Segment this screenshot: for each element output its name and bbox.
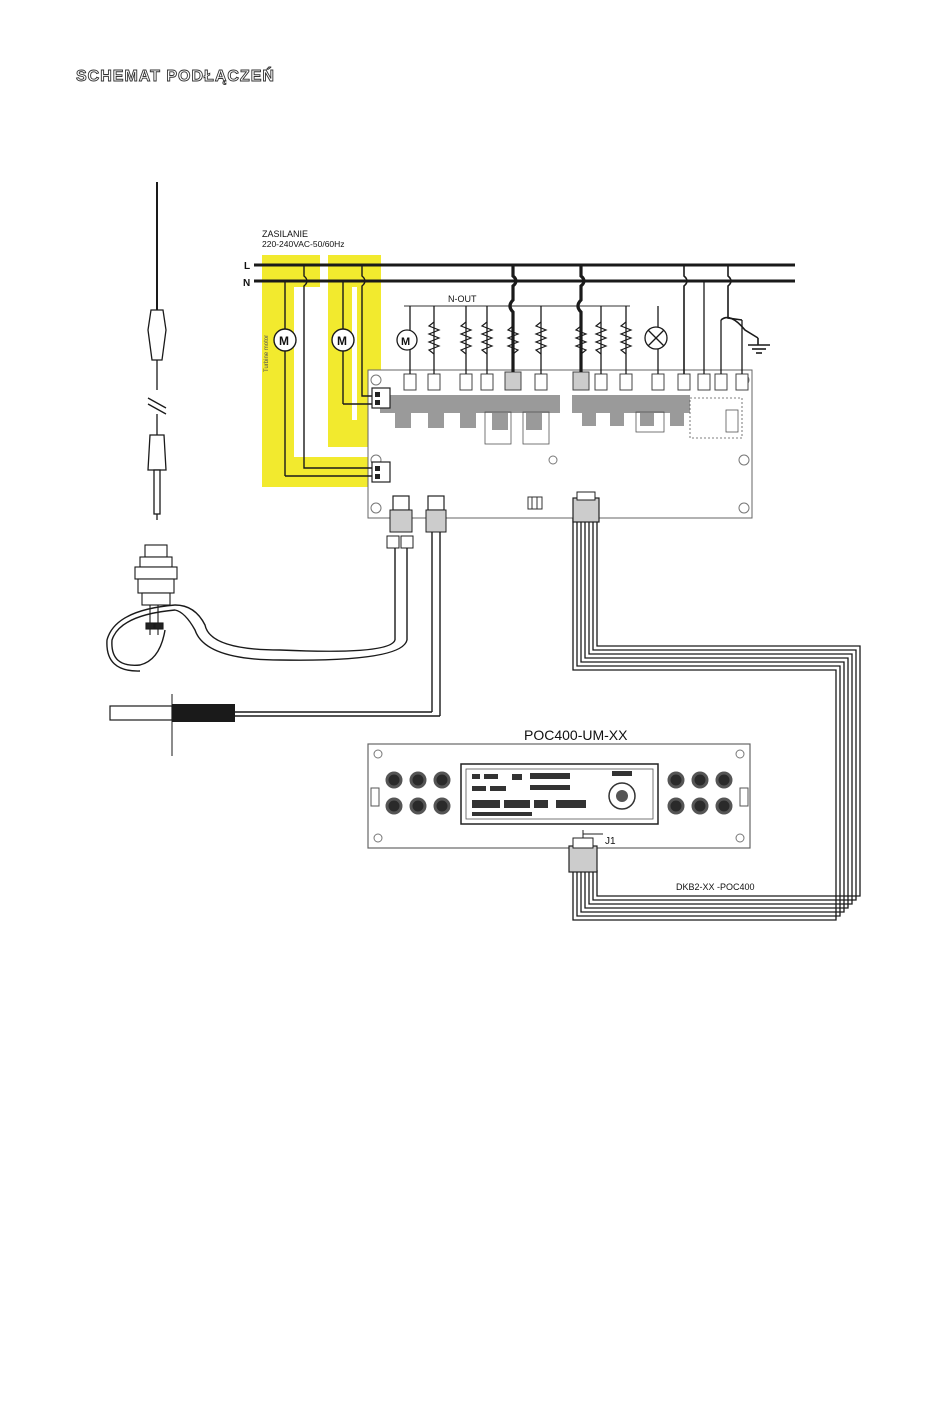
ribbon-cable bbox=[573, 518, 860, 920]
nout-label: N-OUT bbox=[448, 294, 477, 304]
turbine-motor-label: Turbine motor bbox=[264, 335, 270, 372]
lamp-icon bbox=[645, 327, 667, 349]
panel-connector-label: J1 bbox=[605, 836, 616, 847]
control-panel bbox=[368, 744, 750, 848]
panel-display bbox=[461, 764, 658, 824]
neutral-label: N bbox=[243, 278, 250, 289]
supply-title: ZASILANIE bbox=[262, 229, 308, 239]
control-board bbox=[368, 370, 752, 518]
chamber-sensor-icon bbox=[110, 694, 235, 756]
panel-name: POC400-UM-XX bbox=[524, 727, 628, 743]
cable-name: DKB2-XX -POC400 bbox=[676, 882, 755, 892]
motor-symbol-2: M bbox=[337, 334, 347, 348]
line-label: L bbox=[244, 261, 250, 272]
small-motor-icon: M bbox=[397, 330, 417, 350]
supply-spec: 220-240VAC-50/60Hz bbox=[262, 239, 345, 249]
motor-symbol-3: M bbox=[401, 336, 410, 348]
core-probe-icon bbox=[148, 182, 166, 520]
temperature-sensor-icon bbox=[135, 545, 177, 635]
motor-symbol-1: M bbox=[279, 334, 289, 348]
